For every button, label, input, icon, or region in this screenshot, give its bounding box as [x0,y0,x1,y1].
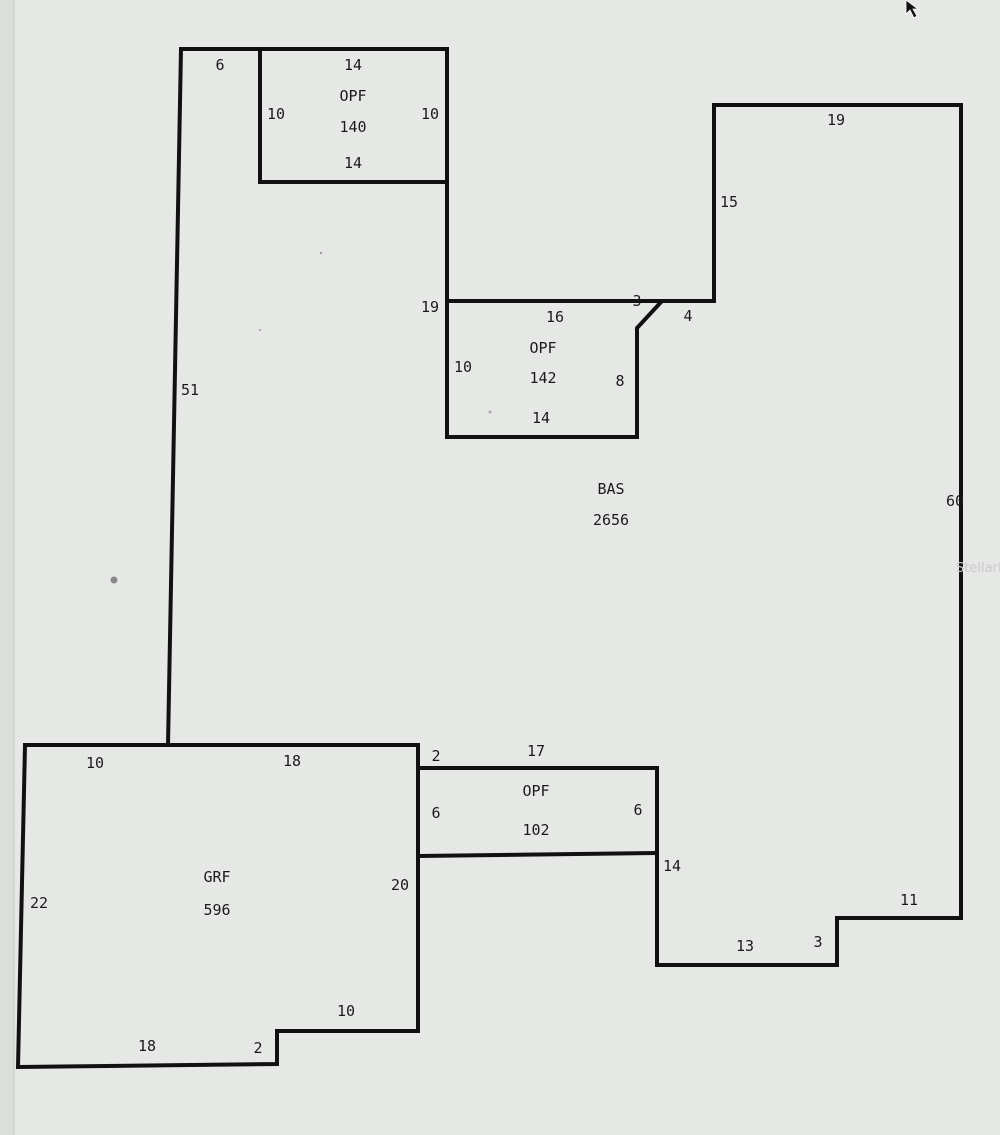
dim-opf-low-top: 17 [527,742,545,760]
dim-opf-top-top: 14 [344,56,362,74]
opf-mid-outline [445,299,664,439]
grf-outline [15,743,420,1070]
opf-top-code-label: OPF [339,87,366,105]
dim-grf-bottom-right: 10 [337,1002,355,1020]
opf-low-outline [417,851,658,858]
dim-opf-low-step: 2 [431,747,440,765]
paper-speck [259,329,261,331]
dim-opf-top-right: 10 [421,105,439,123]
dim-bas-right-wing: 15 [720,193,738,211]
opf-mid-code-label: OPF [529,339,556,357]
dim-grf-right: 20 [391,876,409,894]
dim-grf-notch: 2 [253,1039,262,1057]
dim-bas-bottom: 13 [736,937,754,955]
dim-opf-low-right: 6 [633,801,642,819]
dim-opf-top-bottom: 14 [344,154,362,172]
opf-low-code-label: OPF [522,782,549,800]
dim-bas-left: 51 [181,381,199,399]
dim-bas-lower-right: 14 [663,857,681,875]
grf-code-label: GRF [203,868,230,886]
dim-opf-mid-top: 16 [546,308,564,326]
dim-bas-right-top: 19 [827,111,845,129]
opf-low-sqft-label: 102 [522,821,549,839]
mouse-cursor-icon [905,0,920,19]
dim-bas-right-bottom: 11 [900,891,918,909]
dim-opf-mid-bottom: 14 [532,409,550,427]
dim-grf-top-left: 10 [86,754,104,772]
grf-sqft-label: 596 [203,901,230,919]
paper-speck [110,576,118,584]
watermark-text: StellarMLS [956,561,1000,576]
sketch-left-border [0,0,14,1135]
dim-opf-mid-left: 10 [454,358,472,376]
bas-code-label: BAS [597,480,624,498]
dim-bas-notch: 3 [632,292,641,310]
opf-mid-sqft-label: 142 [529,369,556,387]
dim-bas-notch-bottom: 3 [813,933,822,951]
dim-opf-mid-right: 8 [615,372,624,390]
dim-opf-low-left: 6 [431,804,440,822]
opf-top-sqft-label: 140 [339,118,366,136]
opf-top-outline [258,49,447,184]
bas-sqft-label: 2656 [593,511,629,529]
dim-bas-top-left: 6 [215,56,224,74]
dim-grf-left: 22 [30,894,48,912]
dim-bas-right: 60 [946,492,964,510]
dim-bas-mid-step: 19 [421,298,439,316]
dim-grf-bottom: 18 [138,1037,156,1055]
paper-speck [319,251,323,255]
dim-grf-top-right: 18 [283,752,301,770]
dim-opf-top-left: 10 [267,105,285,123]
dim-bas-diag: 4 [683,307,692,325]
paper-speck [488,410,492,414]
